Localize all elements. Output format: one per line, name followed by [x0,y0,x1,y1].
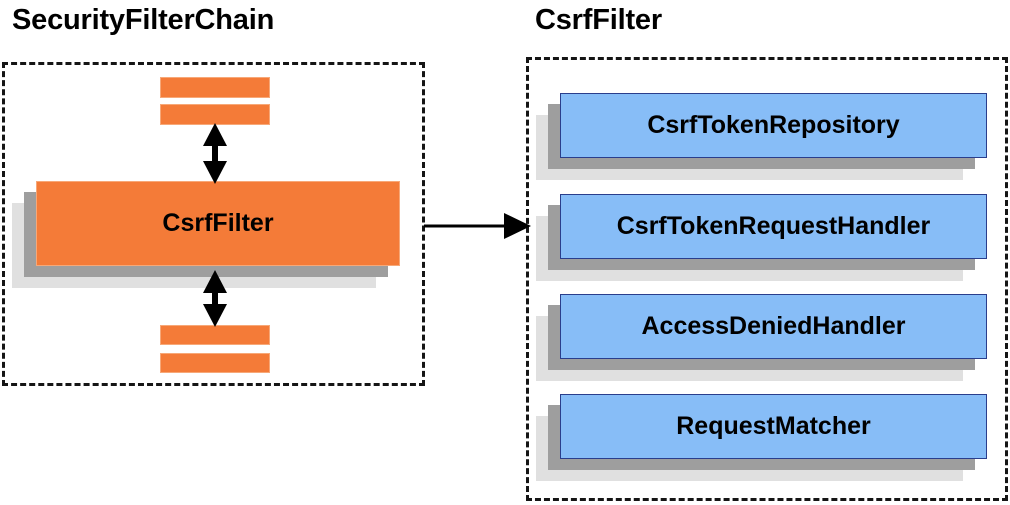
chain-to-csrf-detail-arrow [424,213,531,239]
collaborator-box-request-matcher[interactable]: RequestMatcher [536,394,987,481]
filter-bar-above-1 [160,77,270,98]
filter-bar-below-2 [160,353,270,373]
collaborator-label: CsrfTokenRepository [560,93,987,158]
csrf-filter-box[interactable]: CsrfFilter [12,181,400,288]
collaborator-label: RequestMatcher [560,394,987,459]
collaborator-box-csrf-token-request-handler[interactable]: CsrfTokenRequestHandler [536,194,987,281]
filter-bar-above-2 [160,104,270,125]
collaborator-box-csrf-token-repository[interactable]: CsrfTokenRepository [536,93,987,180]
security-filter-chain-group [2,62,425,386]
csrf-filter-label: CsrfFilter [36,181,400,266]
csrf-filter-collaborators-group [526,57,1008,501]
collaborator-label: CsrfTokenRequestHandler [560,194,987,259]
collaborator-box-access-denied-handler[interactable]: AccessDeniedHandler [536,294,987,381]
filter-bar-below-1 [160,325,270,345]
collaborator-label: AccessDeniedHandler [560,294,987,359]
page-title-csrf-filter: CsrfFilter [535,4,662,36]
page-title-security-filter-chain: SecurityFilterChain [12,4,275,36]
